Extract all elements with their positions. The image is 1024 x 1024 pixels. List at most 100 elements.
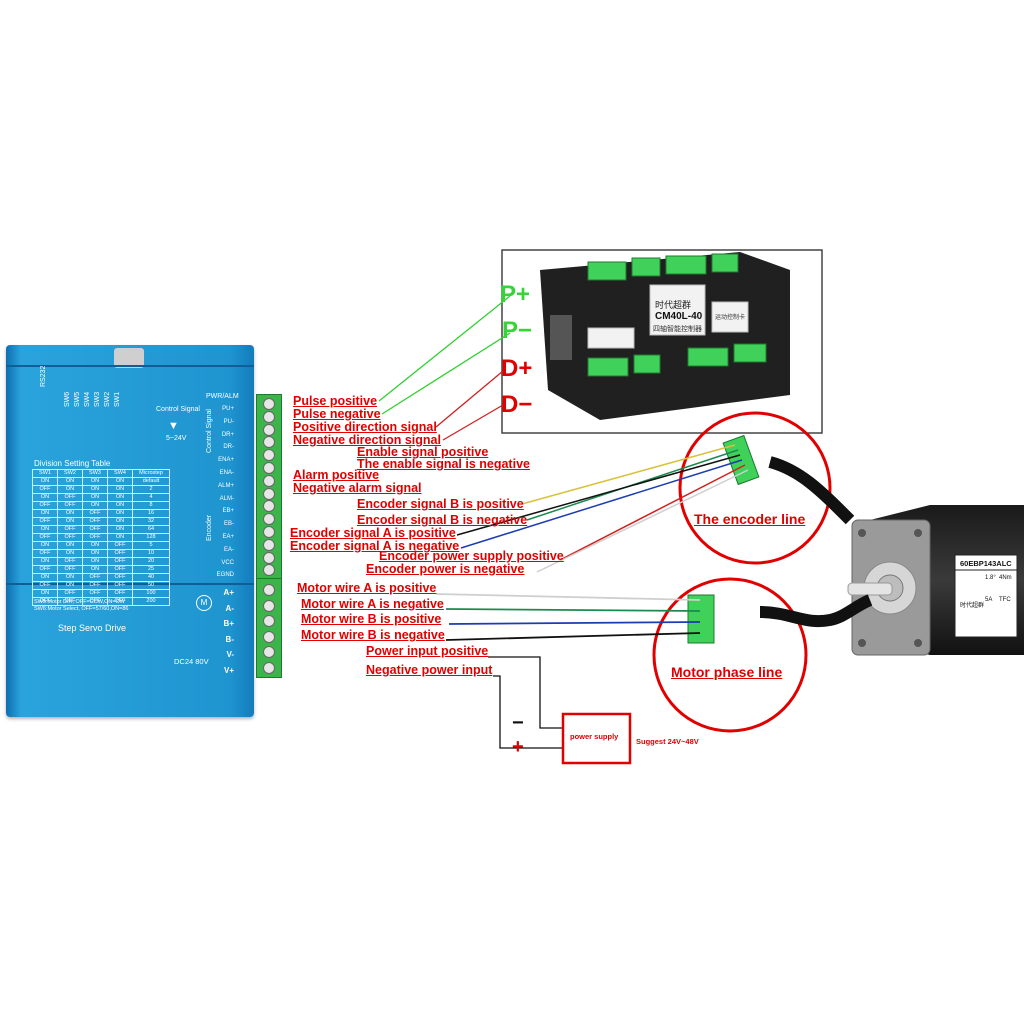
table-cell: ON	[57, 509, 83, 518]
table-cell: 50	[132, 581, 170, 590]
label-encoder-b-positive: Encoder signal B is positive	[357, 497, 524, 511]
table-cell: ON	[32, 541, 58, 550]
label-power-positive: Power input positive	[366, 644, 489, 658]
table-cell: ON	[82, 565, 108, 574]
table-cell: ON	[107, 525, 133, 534]
label-enable-positive: Enable signal positive	[357, 445, 489, 459]
dip-switch-labels: SW6 SW5 SW4 SW3 SW2 SW1	[60, 371, 140, 407]
table-cell: ON	[82, 477, 108, 486]
terminal-screw-icon	[263, 584, 275, 596]
table-cell: 64	[132, 525, 170, 534]
table-cell: ON	[57, 477, 83, 486]
table-cell: OFF	[57, 565, 83, 574]
table-cell: ON	[32, 509, 58, 518]
table-cell: 4	[132, 493, 170, 502]
table-cell: 25	[132, 565, 170, 574]
power-supply-label: power supply	[570, 732, 619, 741]
table-cell: OFF	[32, 517, 58, 526]
table-cell: OFF	[57, 589, 83, 598]
label-alarm-negative: Negative alarm signal	[293, 481, 422, 495]
encoder-side-label: Encoder	[206, 514, 213, 541]
table-cell: ON	[57, 581, 83, 590]
table-cell: ON	[107, 533, 133, 542]
table-cell: OFF	[107, 549, 133, 558]
table-cell: ON	[82, 501, 108, 510]
label-pulse-positive: Pulse positive	[293, 394, 378, 408]
terminal-screw-icon	[263, 538, 275, 551]
label-encoder-b-negative: Encoder signal B is negative	[357, 513, 528, 527]
label-direction-negative: Negative direction signal	[293, 433, 441, 447]
table-cell: 2	[132, 485, 170, 494]
table-cell: 8	[132, 501, 170, 510]
table-cell: OFF	[107, 573, 133, 582]
table-cell: OFF	[32, 485, 58, 494]
terminal-screw-icon	[263, 646, 275, 658]
table-cell: 10	[132, 549, 170, 558]
pin-label: ENA-	[219, 470, 234, 476]
table-cell: OFF	[57, 557, 83, 566]
table-header-cell: SW4	[107, 469, 133, 478]
table-cell: ON	[57, 549, 83, 558]
pin-label: EA+	[222, 534, 234, 540]
drive-model-label: Step Servo Drive	[58, 623, 127, 633]
pin-label: PU-	[223, 418, 234, 425]
terminal-screw-icon	[263, 423, 275, 436]
pwr-alm-label: PWR/ALM	[206, 393, 239, 400]
table-cell: 20	[132, 557, 170, 566]
table-cell: OFF	[57, 525, 83, 534]
table-header-cell: SW1	[32, 469, 58, 478]
division-table-title: Division Setting Table	[34, 459, 111, 468]
table-cell: ON	[82, 541, 108, 550]
terminal-screw-icon	[263, 564, 275, 577]
control-terminal-block	[256, 394, 282, 580]
terminal-screw-icon	[263, 449, 275, 462]
label-motor-b-negative: Motor wire B is negative	[301, 628, 445, 642]
label-encoder-a-negative: Encoder signal A is negative	[290, 539, 460, 553]
controller-d-minus: D−	[501, 391, 533, 418]
terminal-screw-icon	[263, 500, 275, 513]
label-power-negative: Negative power input	[366, 663, 493, 677]
power-minus-symbol: −	[512, 712, 524, 734]
control-signal-side-label: Control Signal	[206, 409, 213, 453]
rs232-label: RS232	[40, 365, 47, 387]
table-cell: ON	[32, 525, 58, 534]
terminal-screw-icon	[263, 462, 275, 474]
table-cell: ON	[107, 493, 133, 502]
terminal-screw-icon	[263, 526, 275, 538]
table-cell: OFF	[82, 533, 108, 542]
terminal-screw-icon	[263, 398, 275, 410]
terminal-screw-icon	[263, 410, 275, 423]
table-cell: 32	[132, 517, 170, 526]
terminal-screw-icon	[263, 615, 275, 627]
table-cell: OFF	[82, 509, 108, 518]
table-cell: OFF	[107, 589, 133, 598]
table-cell: ON	[82, 485, 108, 494]
table-header-cell: Microstep	[132, 469, 170, 478]
terminal-screw-icon	[263, 513, 275, 526]
mounting-screw-icon	[114, 348, 144, 368]
table-cell: OFF	[82, 517, 108, 526]
motor-phase-line-label: Motor phase line	[671, 664, 783, 680]
switch-label: SW1	[114, 391, 121, 407]
motor-model: 60EBP143ALC	[960, 559, 1012, 568]
table-cell: ON	[107, 509, 133, 518]
terminal-screw-icon	[263, 551, 275, 564]
switch-label: SW3	[94, 391, 101, 407]
dc-voltage-label: DC24 80V	[174, 657, 209, 666]
label-encoder-power-positive: Encoder power supply positive	[379, 549, 564, 563]
table-cell: 40	[132, 573, 170, 582]
table-cell: OFF	[57, 493, 83, 502]
switch-label: SW6	[64, 391, 71, 407]
label-direction-positive: Positive direction signal	[293, 420, 437, 434]
table-cell: 16	[132, 509, 170, 518]
